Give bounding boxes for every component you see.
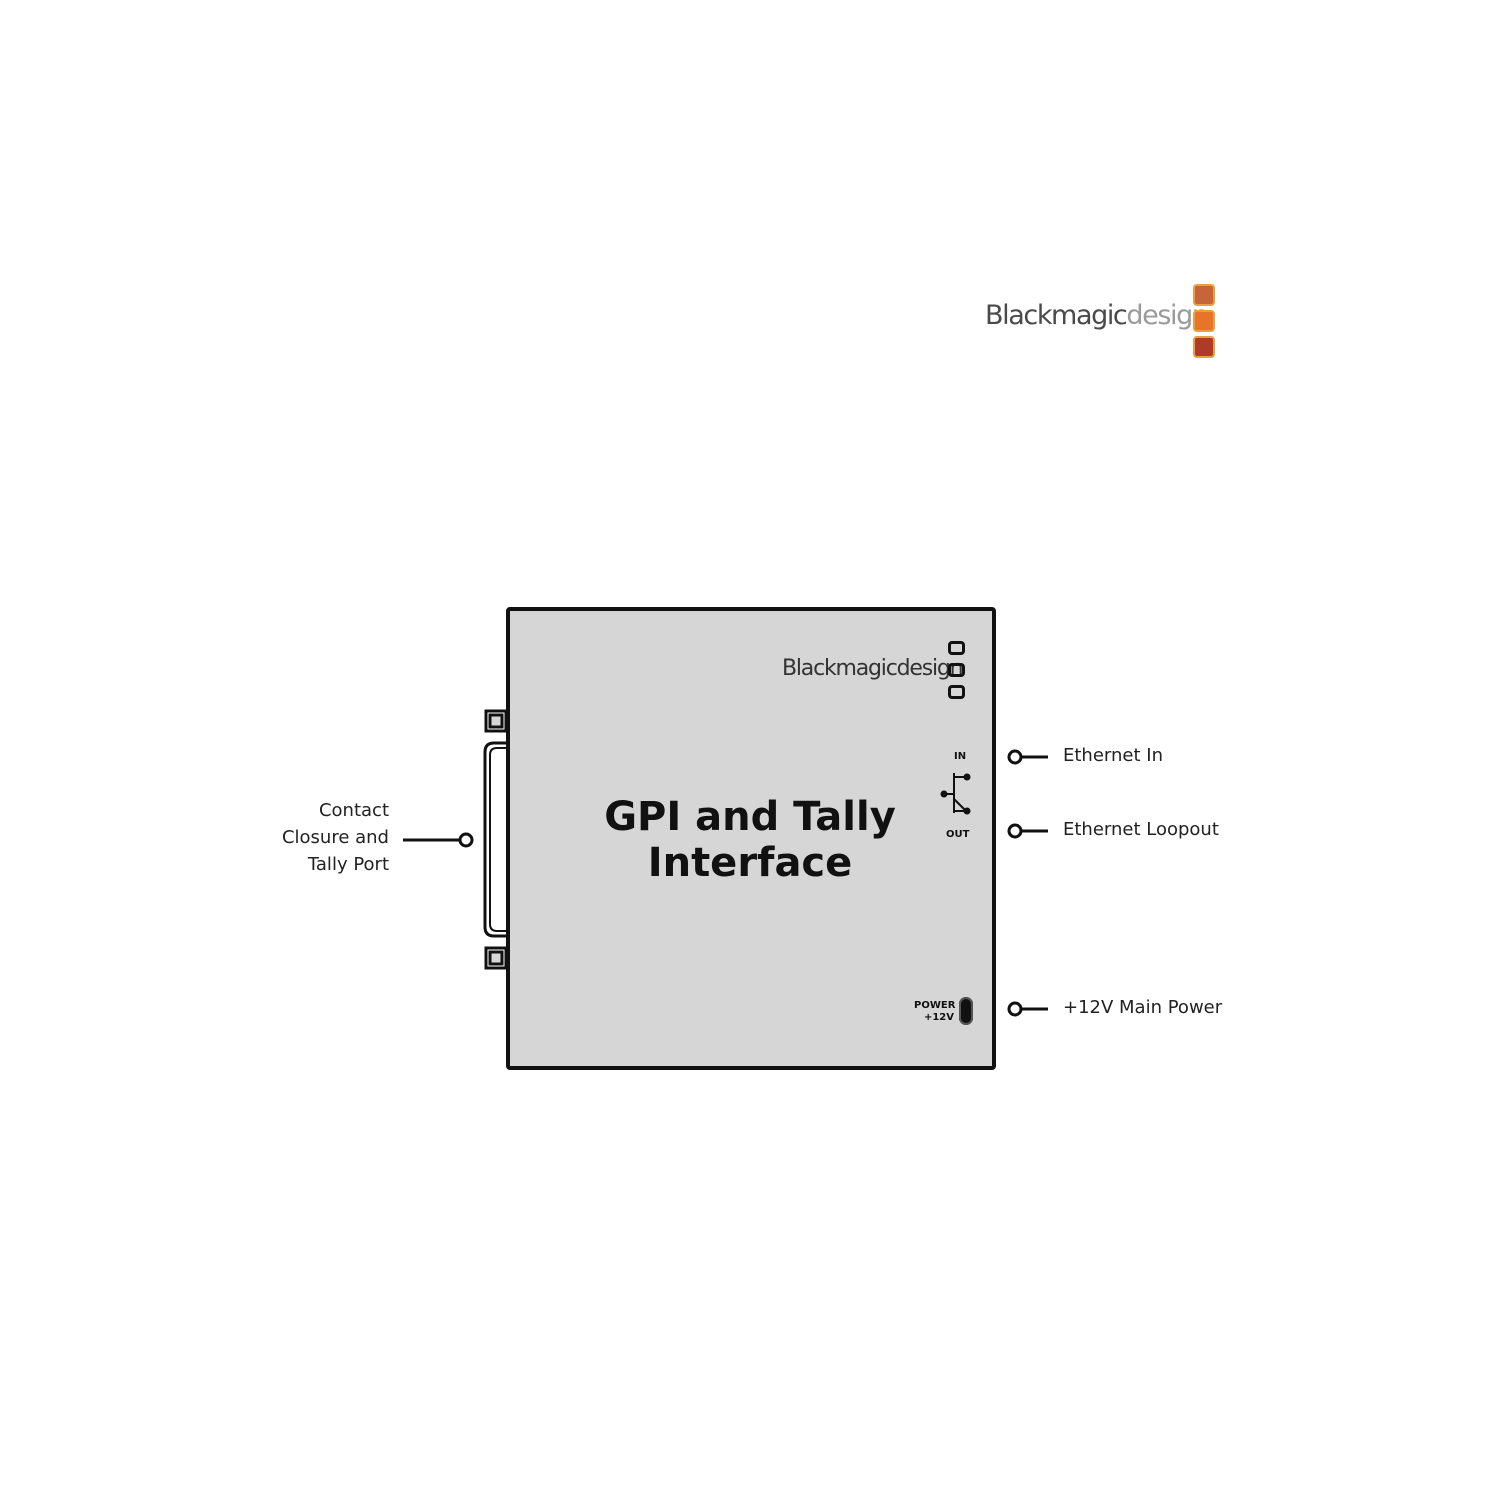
power-label-line-1: POWER [914, 1000, 956, 1011]
ethernet-in-label: Ethernet In [1063, 745, 1163, 766]
contact-closure-label: Contact Closure and Tally Port [282, 797, 389, 878]
device-brand-square-middle [948, 663, 965, 677]
device-brand-square-bottom [948, 685, 965, 699]
contact-closure-label-line-2: Closure and [281, 827, 389, 848]
device-body: Blackmagicdesign GPI and Tally Interface… [506, 607, 996, 1070]
device-brand-wordmark: Blackmagicdesign [782, 656, 964, 681]
device-title-line-1: GPI and Tally [604, 794, 896, 840]
device-brand-square-top [948, 641, 965, 655]
brand-logo-square-middle [1193, 310, 1215, 332]
brand-logo-square-top [1193, 284, 1215, 306]
main-power-callout-line [1007, 1001, 1048, 1017]
db-connector-icon [483, 709, 508, 970]
ethernet-in-callout-line [1007, 749, 1048, 765]
device-title: GPI and Tally Interface [550, 794, 950, 886]
power-label: POWER +12V [914, 1000, 956, 1024]
port-out-label: OUT [946, 829, 970, 840]
ethernet-loopout-label: Ethernet Loopout [1063, 819, 1219, 840]
brand-logo-word-main: Blackmagic [985, 300, 1128, 331]
brand-logo: Blackmagicdesign [985, 278, 1225, 368]
main-power-label: +12V Main Power [1063, 997, 1223, 1018]
brand-logo-square-bottom [1193, 336, 1215, 358]
contact-closure-callout-line [403, 832, 474, 848]
ethernet-loopout-callout-line [1007, 823, 1048, 839]
contact-closure-label-line-1: Contact [318, 800, 389, 821]
power-port-icon [959, 997, 973, 1025]
port-in-label: IN [954, 751, 967, 762]
contact-closure-label-line-3: Tally Port [307, 854, 389, 875]
ethernet-switch-icon [940, 773, 971, 815]
power-label-line-2: +12V [923, 1012, 954, 1023]
device-title-line-2: Interface [647, 840, 853, 886]
